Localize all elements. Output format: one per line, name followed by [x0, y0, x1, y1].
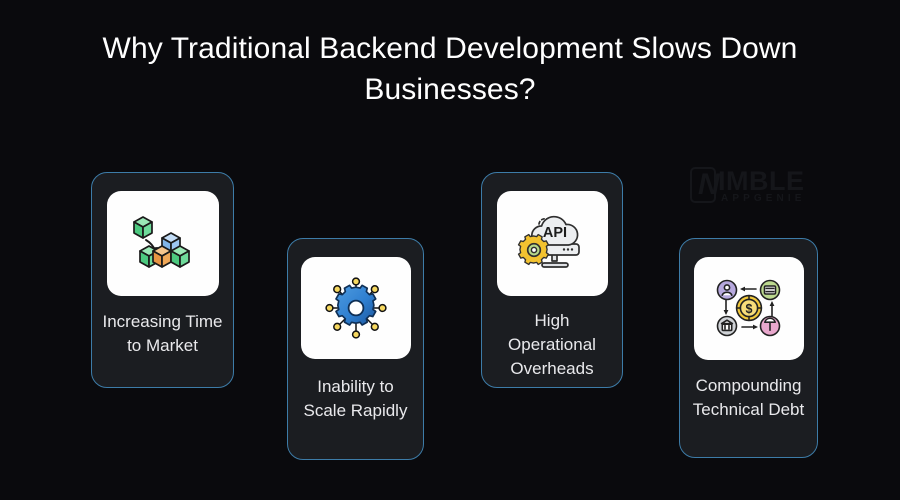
card-label: Inability to Scale Rapidly	[303, 377, 408, 420]
card-label: Compounding Technical Debt	[692, 376, 805, 419]
nimble-appgenie-watermark-logo: N IMBLE APPGENIE	[690, 165, 808, 207]
card-label: High Operational Overheads	[508, 311, 596, 378]
api-cloud-server-icon: API	[517, 215, 580, 268]
watermark-tagline: APPGENIE	[721, 193, 806, 204]
page-title: Why Traditional Backend Development Slow…	[102, 32, 798, 106]
watermark-brand-name: IMBLE	[718, 166, 805, 196]
gear-network-icon	[324, 277, 387, 339]
card-icon-panel: $	[693, 257, 804, 360]
card-icon-panel	[106, 191, 219, 296]
money-flow-cycle-icon: $	[716, 279, 780, 336]
api-icon-text: API	[543, 225, 567, 241]
card-compounding-technical-debt[interactable]: $ Compounding Technical Debt	[679, 238, 818, 458]
card-inability-to-scale-rapidly[interactable]: Inability to Scale Rapidly	[287, 238, 424, 460]
card-icon-panel	[300, 257, 411, 359]
card-high-operational-overheads[interactable]: API High Operational Overheads	[481, 172, 623, 388]
card-label: Increasing Time to Market	[102, 312, 223, 355]
stacked-cubes-icon	[132, 215, 190, 268]
svg-text:$: $	[745, 302, 752, 316]
watermark-mark-frame	[690, 167, 716, 203]
card-increasing-time-to-market[interactable]: Increasing Time to Market	[91, 172, 234, 388]
card-icon-panel: API	[496, 191, 608, 296]
watermark-letter-n: N	[698, 168, 720, 201]
